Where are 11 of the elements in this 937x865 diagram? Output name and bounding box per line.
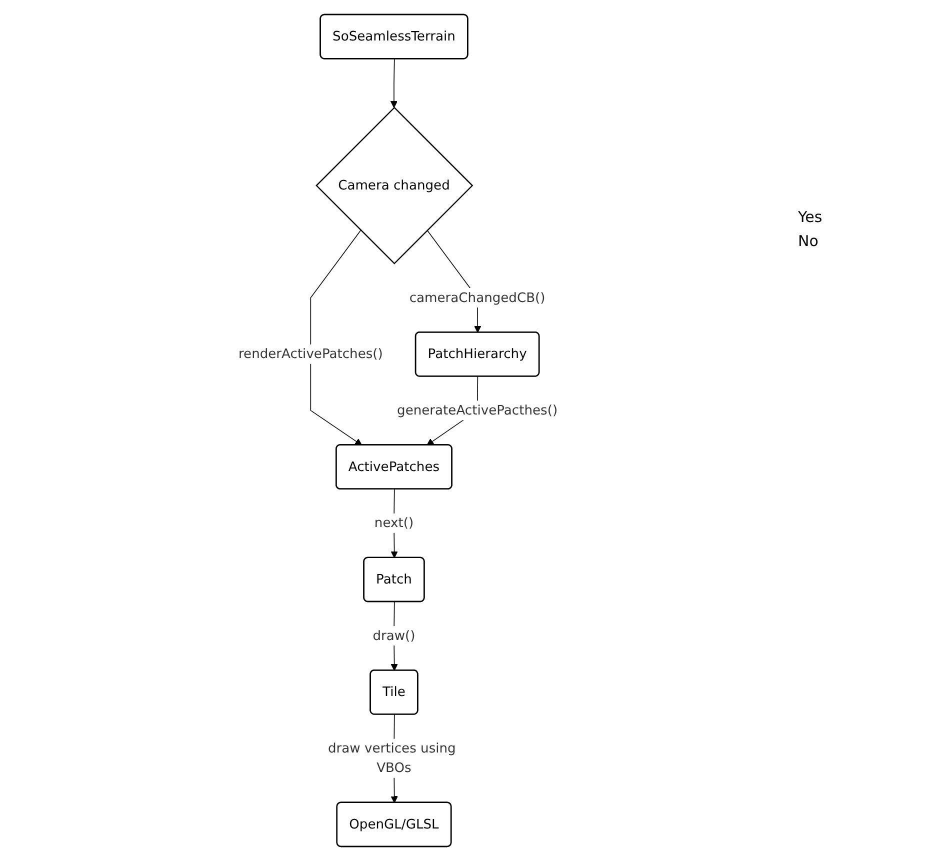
branch-label: No: [798, 232, 820, 250]
arrow: [310, 230, 362, 446]
edge-label: draw vertices using VBOs: [328, 740, 456, 776]
arrow: [390, 58, 398, 108]
edge-label: draw(): [372, 628, 416, 644]
branch-label: Yes: [798, 208, 822, 226]
edge-label: cameraChangedCB(): [409, 290, 546, 306]
edge-label: next(): [374, 514, 414, 530]
node-diamond: Camera changed: [316, 106, 474, 264]
edge-label: generateActivePacthes(): [397, 402, 558, 418]
edge-label: renderActivePatches(): [238, 346, 383, 362]
